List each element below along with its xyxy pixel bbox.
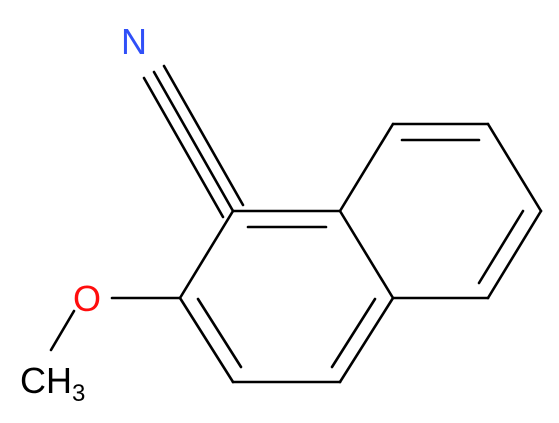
- bond-c8a-c8: [338, 122, 395, 213]
- left-ring: [178, 209, 395, 384]
- bond-c1-c2: [178, 209, 235, 300]
- nitrogen-label: N: [121, 21, 147, 62]
- bond-o-ch3: [49, 309, 76, 352]
- methyl-subscript: 3: [72, 380, 85, 407]
- bond-c7-c6: [486, 122, 543, 213]
- bond-cn-1: [152, 70, 235, 213]
- bond-cn-2: [162, 64, 245, 207]
- right-ring: [338, 122, 543, 300]
- bond-c4a-c8a: [338, 209, 395, 300]
- bond-c4-c4a: [338, 296, 395, 384]
- methyl-symbol: CH: [20, 360, 72, 401]
- bond-c2-c3-inner: [196, 297, 243, 369]
- nitrile-triple-bond: [142, 64, 245, 219]
- bond-c2-c3: [178, 296, 235, 384]
- bond-c6-c5: [486, 209, 543, 300]
- methyl-label: CH3: [20, 360, 85, 407]
- bond-c6-c5-inner: [477, 209, 525, 285]
- oxygen-label: O: [73, 278, 101, 319]
- methoxy-group: [49, 296, 182, 352]
- bond-cn-3: [142, 76, 225, 219]
- bond-c4-c4a-inner: [330, 297, 377, 369]
